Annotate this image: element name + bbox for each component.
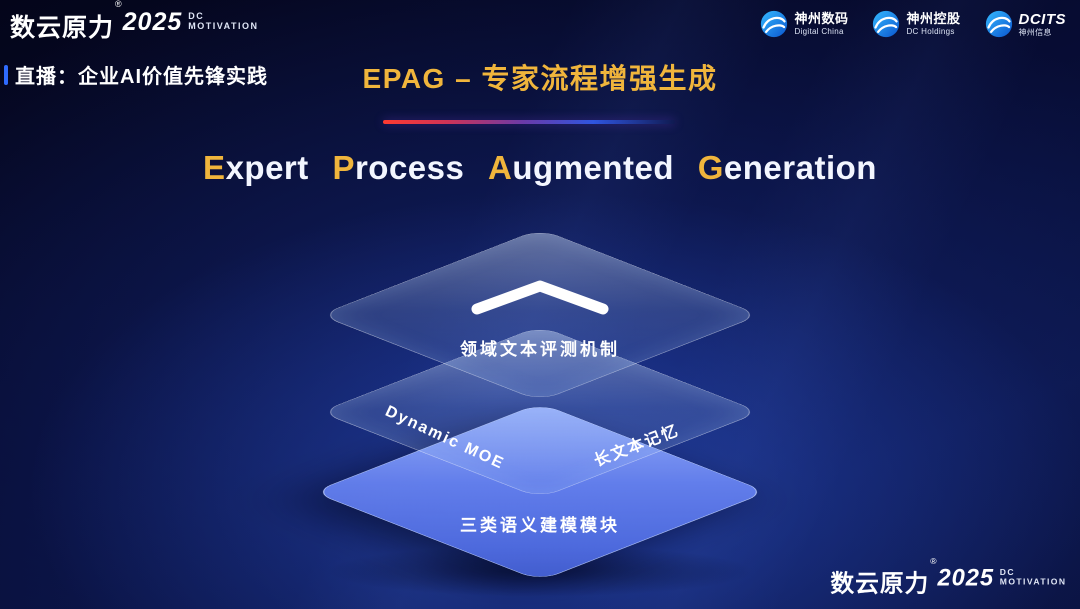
heading-word: Expert	[203, 149, 309, 186]
brand-year: 2025	[936, 564, 994, 592]
layer-bottom-label: 三类语义建模模块	[460, 516, 620, 535]
partner-subname: 神州信息	[1018, 27, 1052, 37]
heading-accent-letter: P	[332, 149, 355, 186]
brand-name: 数云原力	[10, 14, 115, 42]
live-topic: 直播：企业AI价值先锋实践	[4, 60, 268, 89]
partner-texts: 神州数码 Digital China	[794, 10, 849, 37]
partner-texts: 神州控股 DC Holdings	[906, 10, 961, 37]
partner-texts: DCITS 神州信息	[1019, 11, 1067, 38]
heading-accent-letter: E	[203, 149, 226, 186]
partner-name: DCITS	[1018, 10, 1066, 28]
brand-tagline: DC MOTIVATION	[188, 11, 258, 32]
heading-expert-process-augmented-generation: Expert Process Augmented Generation	[0, 149, 1080, 187]
heading-accent-letter: G	[697, 149, 724, 186]
partner-subname: Digital China	[794, 26, 844, 36]
page-title: EPAG – 专家流程增强生成	[362, 63, 718, 94]
brand-tag-dc: DC	[188, 11, 205, 21]
partner-logos: 神州数码 Digital China 神州控股 DC Holdings	[760, 10, 1066, 38]
brand-registered-mark: ®	[929, 556, 937, 566]
brand-tag-dc: DC	[999, 567, 1015, 578]
dcits-logo-icon	[985, 10, 1012, 38]
heading-word-rest: xpert	[225, 149, 309, 186]
heading-accent-letter: A	[488, 149, 513, 186]
partner-logo-digital-china: 神州数码 Digital China	[760, 10, 848, 38]
partner-name: 神州控股	[906, 10, 961, 26]
brand-name: 数云原力	[829, 570, 929, 598]
live-topic-label: 直播：企业AI价值先锋实践	[15, 66, 268, 88]
heading-word-rest: eneration	[723, 149, 877, 186]
brand-tag-motivation: MOTIVATION	[188, 21, 259, 32]
brand-year: 2025	[122, 8, 183, 36]
partner-subname: DC Holdings	[906, 26, 955, 36]
brand-tag-motivation: MOTIVATION	[999, 577, 1066, 587]
heading-word: Augmented	[488, 149, 674, 186]
subtitle-accent-bar	[4, 64, 8, 85]
brand-tagline: DC MOTIVATION	[999, 568, 1066, 588]
heading-word-rest: ugmented	[512, 149, 675, 186]
heading-word: Process	[332, 149, 464, 186]
title-underline-gradient	[383, 120, 675, 124]
digital-china-logo-icon	[761, 10, 788, 38]
heading-word-rest: rocess	[354, 149, 465, 186]
brand-logo-footer: 数云原力 ® 2025 DC MOTIVATION	[829, 556, 1066, 599]
dc-holdings-logo-icon	[873, 10, 900, 38]
partner-logo-dcits: DCITS 神州信息	[985, 10, 1067, 38]
brand-logo: 数云原力 ® 2025 DC MOTIVATION	[10, 0, 258, 44]
layer-top-label: 领域文本评测机制	[460, 340, 620, 359]
heading-word: Generation	[698, 149, 877, 186]
partner-name: 神州数码	[794, 10, 849, 26]
brand-registered-mark: ®	[115, 0, 122, 9]
chevron-up-icon	[465, 277, 615, 322]
partner-logo-dc-holdings: 神州控股 DC Holdings	[872, 10, 960, 38]
